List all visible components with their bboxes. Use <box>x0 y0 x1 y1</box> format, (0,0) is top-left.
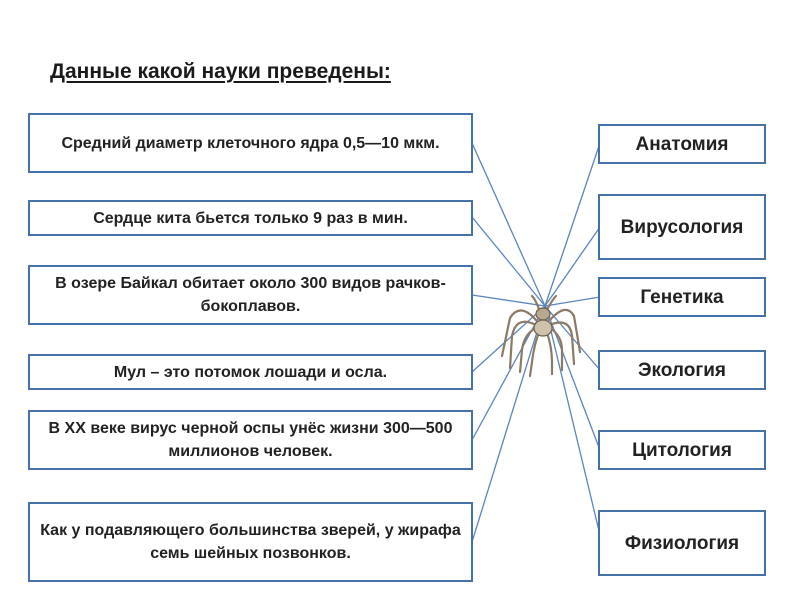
fact-text: В XX веке вирус черной оспы унёс жизни 3… <box>48 420 453 460</box>
fact-text: В озере Байкал обитает около 300 видов р… <box>55 275 446 315</box>
fact-box-whale-heart[interactable]: Сердце кита бьется только 9 раз в мин. <box>28 200 473 236</box>
connector-line <box>471 305 546 441</box>
connector-line <box>544 142 601 307</box>
science-box-virology[interactable]: Вирусология <box>598 194 766 260</box>
science-label: Генетика <box>640 286 724 308</box>
fact-box-baikal[interactable]: В озере Байкал обитает около 300 видов р… <box>28 265 473 325</box>
science-label: Анатомия <box>635 133 729 155</box>
fact-box-nucleus[interactable]: Средний диаметр клеточного ядра 0,5—10 м… <box>28 113 473 173</box>
science-box-cytology[interactable]: Цитология <box>598 430 766 470</box>
fact-text: Мул – это потомок лошади и осла. <box>113 363 388 381</box>
fact-text: Сердце кита бьется только 9 раз в мин. <box>93 209 408 227</box>
connector-line <box>471 305 546 543</box>
fact-text: Как у подавляющего большинства зверей, у… <box>40 522 461 562</box>
science-box-anatomy[interactable]: Анатомия <box>598 124 766 164</box>
slide-title: Данные какой науки преведены: <box>50 60 391 83</box>
fact-box-giraffe[interactable]: Как у подавляющего большинства зверей, у… <box>28 502 473 582</box>
connector-line <box>544 226 601 307</box>
spider-icon <box>500 294 582 378</box>
fact-box-mule[interactable]: Мул – это потомок лошади и осла. <box>28 354 473 390</box>
science-box-ecology[interactable]: Экология <box>598 350 766 390</box>
connector-line <box>544 296 601 307</box>
connector-line <box>471 305 546 373</box>
science-label: Цитология <box>632 439 732 461</box>
science-label: Экология <box>637 359 726 381</box>
connector-line <box>471 142 546 307</box>
connector-line <box>471 216 546 307</box>
science-box-physiology[interactable]: Физиология <box>598 510 766 576</box>
fact-text: Средний диаметр клеточного ядра 0,5—10 м… <box>61 134 440 152</box>
science-box-genetics[interactable]: Генетика <box>598 277 766 317</box>
fact-box-smallpox[interactable]: В XX веке вирус черной оспы унёс жизни 3… <box>28 410 473 470</box>
connector-line <box>544 305 601 536</box>
connector-line <box>471 294 546 307</box>
science-label: Вирусология <box>620 216 744 238</box>
connector-line <box>544 305 601 451</box>
science-label: Физиология <box>624 532 740 554</box>
